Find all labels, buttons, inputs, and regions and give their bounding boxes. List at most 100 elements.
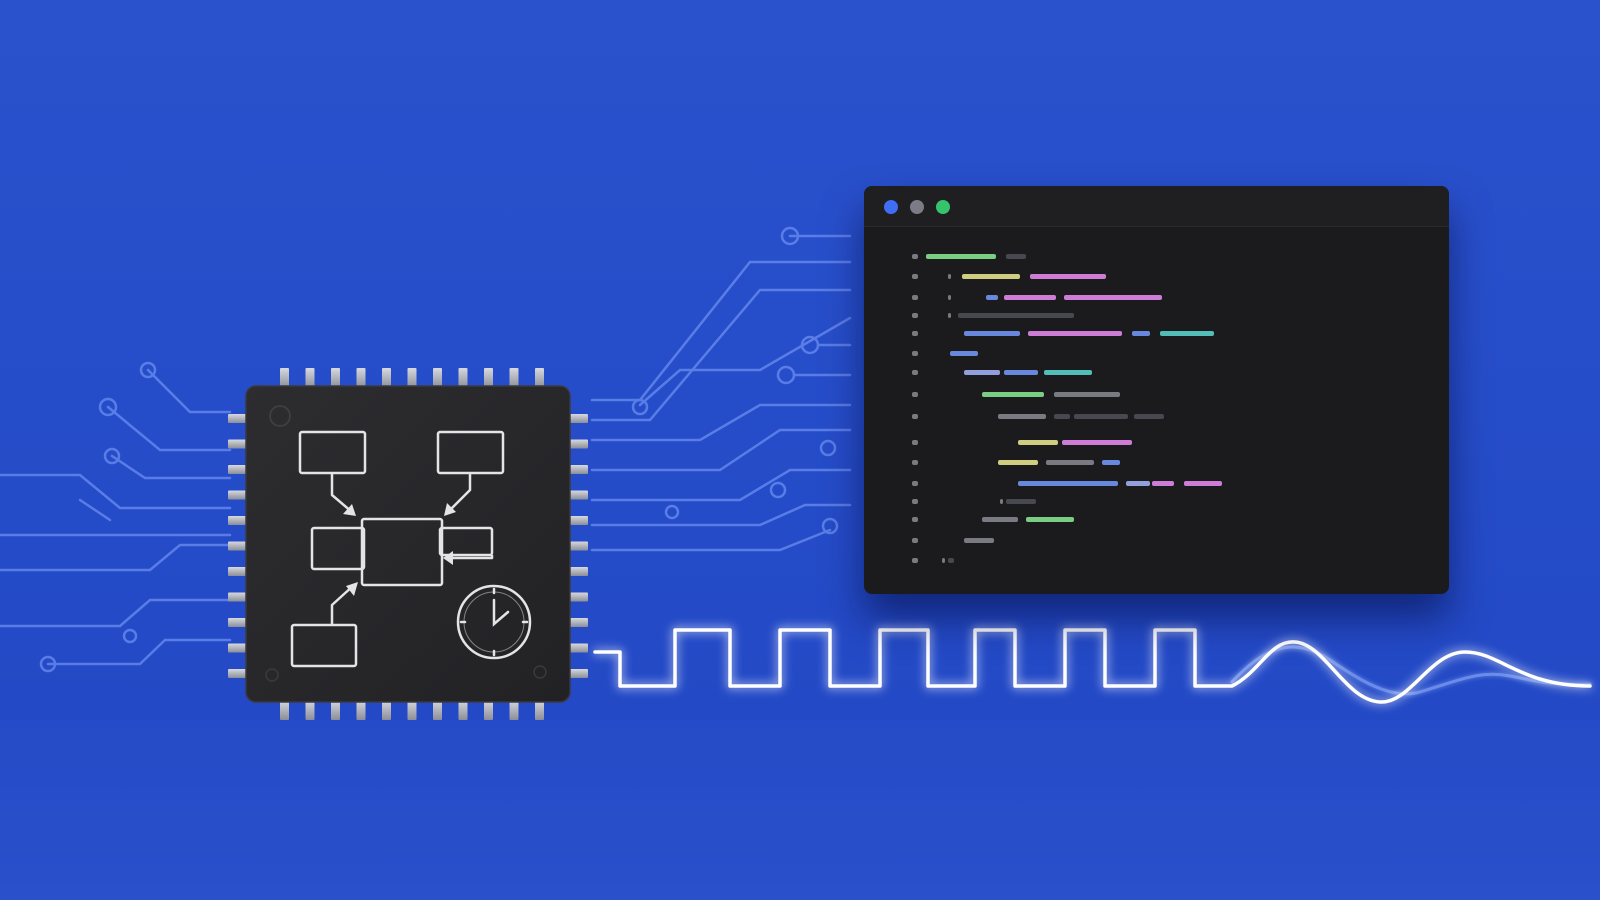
chip-pin xyxy=(535,368,544,388)
chip-pins xyxy=(228,368,588,720)
chip-pin xyxy=(228,567,248,576)
code-token xyxy=(1054,414,1070,419)
code-lines xyxy=(912,254,1222,563)
code-token xyxy=(1046,460,1094,465)
signal-waveform xyxy=(593,628,1592,704)
chip-pin xyxy=(433,700,442,720)
chip-pin xyxy=(484,700,493,720)
chip-pin xyxy=(407,700,417,720)
code-token xyxy=(998,414,1046,419)
line-number xyxy=(912,331,918,336)
code-token xyxy=(1026,517,1074,522)
code-token xyxy=(948,295,951,300)
line-number xyxy=(912,517,918,522)
chip-pin xyxy=(228,465,248,474)
line-number xyxy=(912,254,918,259)
chip-pin xyxy=(228,643,248,653)
chip-pin xyxy=(568,414,588,423)
chip-pin xyxy=(228,516,248,525)
code-token xyxy=(1006,499,1036,504)
chip-pin xyxy=(356,700,366,720)
code-token xyxy=(1132,331,1150,336)
code-token xyxy=(1018,440,1058,445)
chip-pin xyxy=(228,541,248,551)
chip-pin xyxy=(568,669,588,678)
chip-pin xyxy=(568,541,588,551)
code-token xyxy=(1160,331,1214,336)
code-token xyxy=(948,558,954,563)
chip-pin xyxy=(568,567,588,576)
line-number xyxy=(912,481,918,486)
code-editor-window xyxy=(864,186,1449,594)
chip-pin xyxy=(331,368,340,388)
code-token xyxy=(926,254,996,259)
chip-pin xyxy=(228,592,248,602)
code-token xyxy=(1064,295,1162,300)
chip-pin xyxy=(407,368,417,388)
chip-pin xyxy=(568,643,588,653)
chip-pin xyxy=(509,368,519,388)
flowchart-icon xyxy=(290,430,505,668)
chip-pin xyxy=(568,439,588,449)
chip-pin xyxy=(568,592,588,602)
code-token xyxy=(1000,499,1003,504)
code-token xyxy=(964,331,1020,336)
window-dot-gray[interactable] xyxy=(910,200,924,214)
line-number xyxy=(912,392,918,397)
chip-pin xyxy=(568,490,588,500)
code-token xyxy=(1152,481,1174,486)
line-number xyxy=(912,558,918,563)
code-token xyxy=(1004,370,1038,375)
code-token xyxy=(1028,331,1122,336)
code-token xyxy=(1074,414,1128,419)
code-token xyxy=(982,392,1044,397)
code-token xyxy=(950,351,978,356)
chip-pin xyxy=(484,368,493,388)
chip-pin xyxy=(509,700,519,720)
line-number xyxy=(912,414,918,419)
line-number xyxy=(912,440,918,445)
window-title-bar xyxy=(864,186,1449,227)
code-token xyxy=(1062,440,1132,445)
line-number xyxy=(912,538,918,543)
line-number xyxy=(912,370,918,375)
code-token xyxy=(964,370,1000,375)
code-token xyxy=(1102,460,1120,465)
code-token xyxy=(1018,481,1118,486)
code-token xyxy=(1044,370,1092,375)
code-token xyxy=(982,517,1018,522)
chip-pin xyxy=(568,516,588,525)
chip-pin xyxy=(382,700,391,720)
line-number xyxy=(912,351,918,356)
code-token xyxy=(964,538,994,543)
chip-pin xyxy=(228,490,248,500)
window-dot-blue[interactable] xyxy=(884,200,898,214)
line-number xyxy=(912,313,918,318)
chip-pin xyxy=(535,700,544,720)
line-number xyxy=(912,460,918,465)
chip-pin xyxy=(228,414,248,423)
code-token xyxy=(986,295,998,300)
line-number xyxy=(912,499,918,504)
chip-pin xyxy=(382,368,391,388)
chip-pin xyxy=(228,669,248,678)
line-number xyxy=(912,295,918,300)
code-token xyxy=(998,460,1038,465)
left-circuit-traces xyxy=(0,361,232,673)
clock-icon xyxy=(456,584,532,660)
chip-pin xyxy=(228,618,248,627)
chip-pin xyxy=(356,368,366,388)
chip-pin xyxy=(280,368,289,388)
code-token xyxy=(1006,254,1026,259)
flowchart-arrowheads xyxy=(343,503,456,596)
chip-pin xyxy=(458,368,468,388)
code-token xyxy=(1134,414,1164,419)
chip-pin xyxy=(228,439,248,449)
chip-pin xyxy=(305,700,315,720)
code-token xyxy=(1184,481,1222,486)
chip-pin xyxy=(433,368,442,388)
chip-pin xyxy=(568,465,588,474)
window-dot-green[interactable] xyxy=(936,200,950,214)
